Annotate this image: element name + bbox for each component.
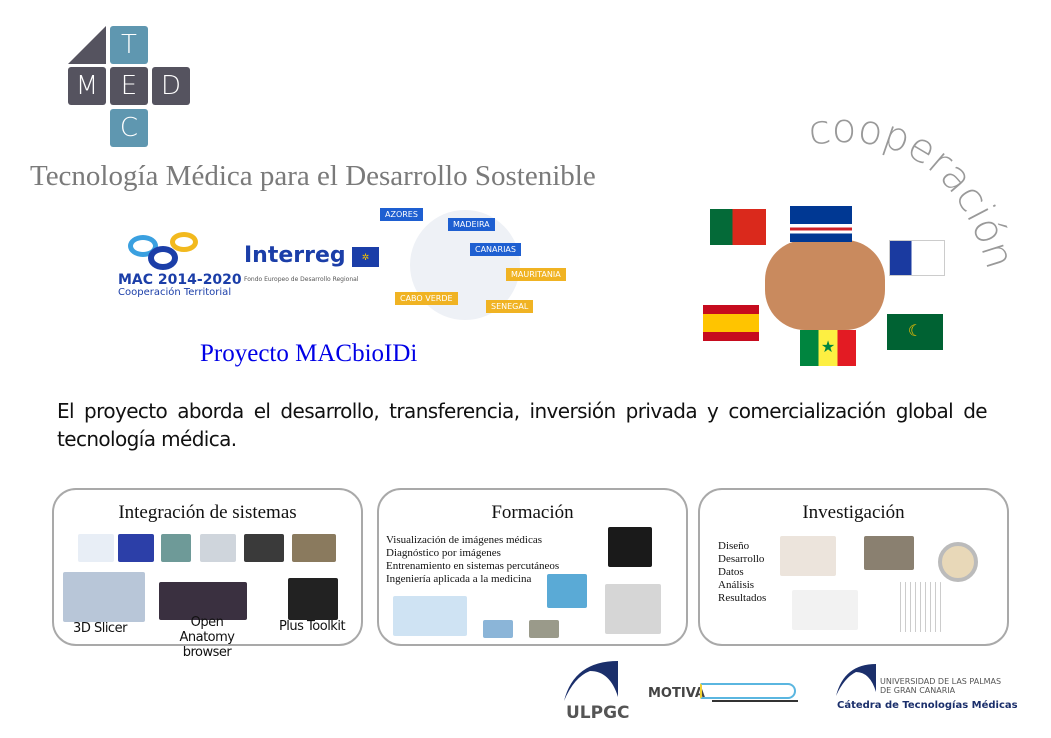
region-tag: SENEGAL bbox=[486, 300, 534, 313]
workstation-image bbox=[605, 584, 661, 634]
project-name: Proyecto MACbioIDi bbox=[200, 340, 418, 367]
surgery-model-image bbox=[118, 534, 154, 562]
training-item: Diagnóstico por imágenes bbox=[386, 547, 501, 559]
mac-subtitle: Cooperación Territorial bbox=[118, 287, 232, 298]
logo-tile-e: E bbox=[110, 67, 148, 105]
mac-rings-logo bbox=[118, 230, 213, 270]
flowchart-image bbox=[792, 590, 858, 630]
flag-senegal: ★ bbox=[800, 330, 856, 366]
interreg-subtitle: Fondo Europeo de Desarrollo Regional bbox=[244, 276, 359, 283]
research-item: Análisis bbox=[718, 579, 755, 591]
training-item: Visualización de imágenes médicas bbox=[386, 534, 543, 546]
plus-toolkit-screenshot bbox=[288, 578, 338, 620]
flag-spain bbox=[703, 305, 759, 341]
ulpgc-label: ULPGC bbox=[566, 703, 630, 723]
panel-title: Formación bbox=[491, 502, 574, 523]
page-title: Tecnología Médica para el Desarrollo Sos… bbox=[30, 160, 596, 192]
flag-azores bbox=[889, 240, 945, 276]
catedra-label: Cátedra de Tecnologías Médicas bbox=[837, 700, 1018, 711]
3d-slicer-screenshot bbox=[63, 572, 145, 622]
region-tag: CANARIAS bbox=[470, 243, 521, 256]
robot-image bbox=[78, 534, 114, 562]
motiva-train-icon bbox=[700, 683, 796, 699]
research-item: Desarrollo bbox=[718, 553, 765, 565]
design-image bbox=[780, 536, 836, 576]
classroom-image bbox=[608, 527, 652, 567]
region-tag: MAURITANIA bbox=[506, 268, 566, 281]
panel-integration: Integración de sistemas 3D Slicer Open A… bbox=[52, 488, 363, 660]
flag-mauritania: ☾ bbox=[887, 314, 943, 350]
magnifier-icon bbox=[938, 542, 978, 582]
motiva-label: MOTIVA bbox=[648, 686, 705, 701]
panel-training: Formación Visualización de imágenes médi… bbox=[377, 488, 688, 646]
logo-tile-t: T bbox=[110, 26, 148, 64]
region-tag: CABO VERDE bbox=[395, 292, 458, 305]
mac-title: MAC 2014-2020 bbox=[118, 272, 242, 288]
interreg-logo: Interreg bbox=[244, 243, 346, 268]
caption-plus-toolkit: Plus Toolkit bbox=[278, 619, 346, 634]
ultrasound-scan-image bbox=[244, 534, 284, 562]
panel-title: Integración de sistemas bbox=[118, 502, 297, 523]
books-image bbox=[483, 620, 513, 638]
caption-open-anatomy: Open Anatomy browser bbox=[179, 615, 235, 660]
logo-triangle bbox=[68, 26, 106, 64]
motiva-rail bbox=[712, 700, 798, 702]
research-item: Diseño bbox=[718, 540, 750, 552]
panel-research: Investigación Diseño Desarrollo Datos An… bbox=[698, 488, 1009, 646]
project-description: El proyecto aborda el desarrollo, transf… bbox=[57, 399, 988, 451]
flag-portugal bbox=[710, 209, 766, 245]
ulpgc-logo-icon bbox=[564, 661, 618, 701]
panel-title: Investigación bbox=[802, 502, 905, 523]
research-item: Resultados bbox=[718, 592, 767, 604]
lab-image bbox=[864, 536, 914, 570]
phantom-image bbox=[292, 534, 336, 562]
doctor-icon-image bbox=[547, 574, 587, 608]
training-item: Ingeniería aplicada a la medicina bbox=[386, 573, 532, 585]
ultrasound-image bbox=[200, 534, 236, 562]
open-anatomy-screenshot bbox=[159, 582, 247, 620]
caption-3d-slicer: 3D Slicer bbox=[73, 621, 127, 636]
books-image bbox=[529, 620, 559, 638]
logo-tile-c: C bbox=[110, 109, 148, 147]
hands-image bbox=[765, 240, 885, 330]
ulpgc-small-logo-icon bbox=[836, 664, 876, 696]
flag-cabo-verde bbox=[790, 206, 852, 242]
region-tag: MADEIRA bbox=[448, 218, 495, 231]
university-line2: DE GRAN CANARIA bbox=[880, 686, 956, 695]
xray-image bbox=[161, 534, 191, 562]
eu-flag-icon: ✲ bbox=[352, 247, 379, 267]
data-table-image bbox=[896, 582, 942, 632]
training-item: Entrenamiento en sistemas percutáneos bbox=[386, 560, 560, 572]
university-line1: UNIVERSIDAD DE LAS PALMAS bbox=[880, 677, 1002, 686]
logo-tile-d: D bbox=[152, 67, 190, 105]
medical-tech-image bbox=[393, 596, 467, 636]
region-tag: AZORES bbox=[380, 208, 423, 221]
research-item: Datos bbox=[718, 566, 744, 578]
logo-tile-m: M bbox=[68, 67, 106, 105]
